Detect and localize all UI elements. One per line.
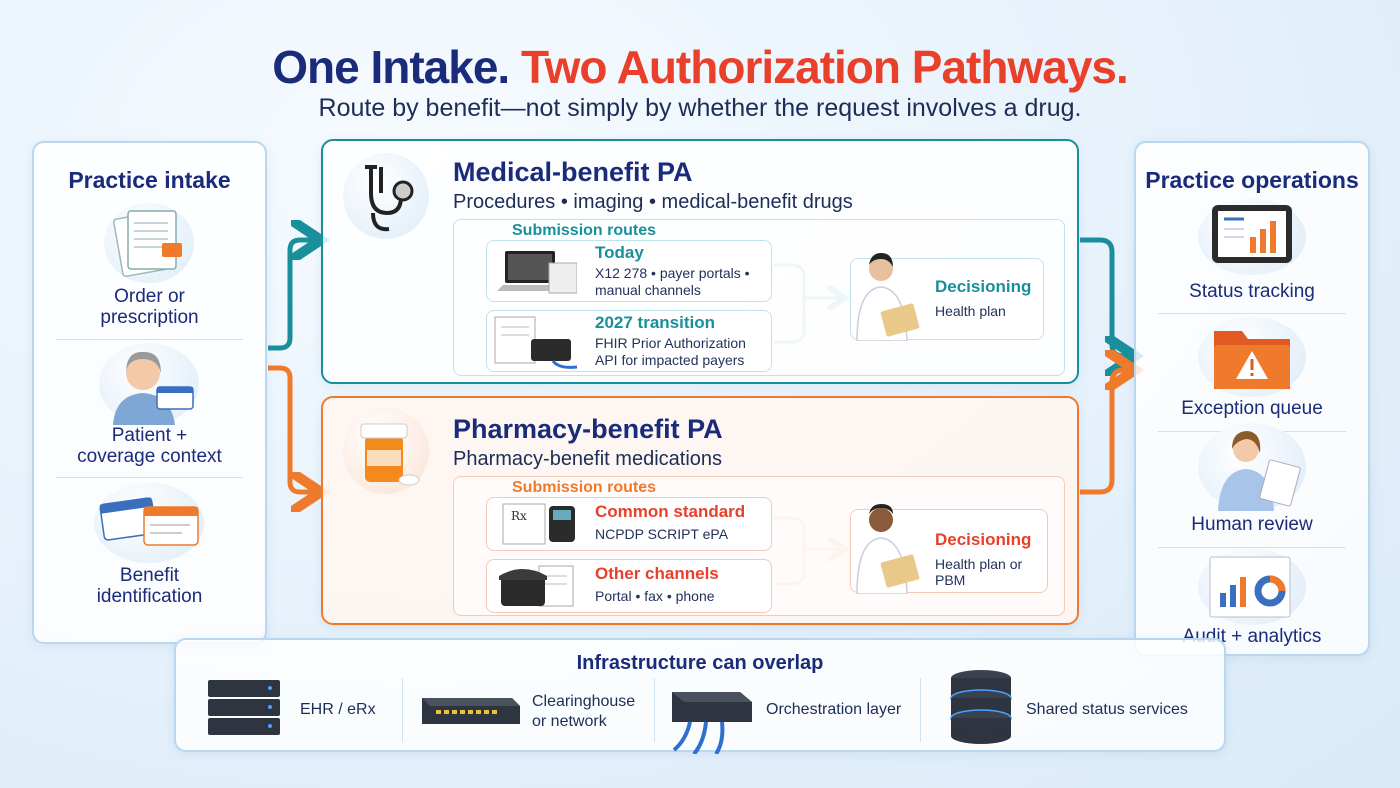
pharmacy-title: Pharmacy-benefit PA bbox=[453, 414, 723, 444]
rx-terminal-icon: Rx bbox=[501, 502, 581, 548]
reviewer-icon bbox=[1198, 423, 1306, 511]
ops-item-exception: Exception queue bbox=[1181, 398, 1323, 419]
divider bbox=[56, 339, 243, 340]
page-subtitle: Route by benefit—not simply by whether t… bbox=[318, 94, 1082, 122]
medical-route-today-title: Today bbox=[595, 243, 644, 262]
pharmacy-decisioning: Decisioning Health plan or PBM bbox=[850, 504, 1048, 595]
medical-route-today: Today X12 278 • payer portals • manual c… bbox=[486, 240, 772, 302]
infrastructure-title: Infrastructure can overlap bbox=[576, 652, 824, 674]
infra-item-status-services: Shared status services bbox=[1026, 701, 1188, 718]
intake-item-order: Order or prescription bbox=[100, 286, 199, 328]
intake-title: Practice intake bbox=[68, 167, 231, 193]
pharmacy-route-other-desc: Portal • fax • phone bbox=[595, 588, 715, 604]
title-part-1: One Intake. bbox=[272, 41, 510, 93]
pharmacy-decisioning-title: Decisioning bbox=[935, 530, 1032, 549]
patient-card-icon bbox=[99, 343, 199, 425]
pharmacy-pa-panel: Pharmacy-benefit PA Pharmacy-benefit med… bbox=[321, 396, 1079, 625]
arrow-intake-to-medical bbox=[268, 240, 316, 351]
phone-icon bbox=[497, 562, 581, 612]
operations-title: Practice operations bbox=[1145, 167, 1359, 193]
network-switch-icon bbox=[416, 680, 526, 736]
intake-item-benefit: Benefit identification bbox=[96, 565, 203, 607]
pharmacist-icon bbox=[845, 492, 925, 595]
stethoscope-icon bbox=[343, 153, 429, 239]
divider bbox=[920, 678, 921, 742]
network-device-icon bbox=[493, 315, 583, 369]
svg-text:Rx: Rx bbox=[511, 509, 527, 523]
practice-intake-panel: Practice intake Order or prescription Pa… bbox=[32, 141, 267, 644]
divider bbox=[654, 678, 655, 742]
ops-item-review: Human review bbox=[1191, 514, 1313, 535]
medical-title: Medical-benefit PA bbox=[453, 157, 693, 187]
pharmacy-route-other-title: Other channels bbox=[595, 564, 719, 583]
tablet-chart-icon bbox=[1198, 199, 1306, 275]
infra-item-orchestration: Orchestration layer bbox=[766, 701, 902, 718]
title-part-2: Two Authorization Pathways. bbox=[520, 41, 1129, 93]
order-form-icon bbox=[104, 203, 194, 283]
pharmacy-route-standard-title: Common standard bbox=[595, 502, 746, 521]
medical-subtitle: Procedures • imaging • medical-benefit d… bbox=[453, 191, 853, 213]
pharmacy-subtitle: Pharmacy-benefit medications bbox=[453, 448, 723, 470]
laptop-icon bbox=[497, 247, 578, 297]
medical-decisioning: Decisioning Health plan bbox=[850, 253, 1044, 342]
arrow-pharmacy-to-ops bbox=[1080, 370, 1130, 495]
pharmacy-routes-box: Submission routes Rx Common standard NCP… bbox=[453, 476, 1065, 616]
benefit-cards-icon bbox=[94, 483, 204, 563]
pill-bottle-icon bbox=[343, 408, 429, 494]
medical-decisioning-title: Decisioning bbox=[935, 277, 1032, 296]
infrastructure-panel: Infrastructure can overlap EHR / eRx Cle… bbox=[174, 638, 1226, 756]
analytics-icon bbox=[1198, 549, 1306, 625]
pharmacy-routes-label: Submission routes bbox=[512, 479, 657, 496]
practice-operations-panel: Practice operations Status tracking Exce… bbox=[1134, 141, 1370, 656]
arrow-intake-to-pharmacy bbox=[268, 365, 316, 492]
medical-routes-label: Submission routes bbox=[512, 222, 657, 239]
divider bbox=[402, 678, 403, 742]
ops-item-status: Status tracking bbox=[1189, 281, 1315, 302]
medical-pa-panel: Medical-benefit PA Procedures • imaging … bbox=[321, 139, 1079, 384]
divider bbox=[1158, 547, 1346, 548]
divider bbox=[56, 477, 243, 478]
server-rack-icon bbox=[204, 676, 288, 740]
intake-item-patient: Patient + coverage context bbox=[77, 425, 222, 467]
router-cables-icon bbox=[668, 682, 760, 756]
infra-item-clearinghouse: Clearinghouse or network bbox=[532, 693, 636, 730]
pharmacy-route-standard-desc: NCPDP SCRIPT ePA bbox=[595, 526, 729, 542]
medical-route-2027-desc: FHIR Prior Authorization API for impacte… bbox=[595, 335, 746, 368]
warning-folder-icon bbox=[1198, 317, 1306, 397]
arrow-medical-to-ops bbox=[1080, 237, 1130, 356]
medical-route-2027: 2027 transition FHIR Prior Authorization… bbox=[486, 310, 772, 372]
page-title: One Intake. Two Authorization Pathways. bbox=[0, 40, 1400, 94]
doctor-icon bbox=[845, 241, 925, 342]
pharmacy-route-other: Other channels Portal • fax • phone bbox=[486, 559, 772, 613]
divider bbox=[1158, 313, 1346, 314]
medical-decisioning-sub: Health plan bbox=[935, 303, 1006, 319]
pharmacy-decisioning-sub: Health plan or PBM bbox=[935, 556, 1023, 588]
database-icon bbox=[946, 668, 1016, 748]
pharmacy-route-standard: Rx Common standard NCPDP SCRIPT ePA bbox=[486, 497, 772, 551]
medical-route-today-desc: X12 278 • payer portals • manual channel… bbox=[595, 265, 750, 298]
medical-routes-box: Submission routes Today X12 278 • payer … bbox=[453, 219, 1065, 376]
infra-item-ehr: EHR / eRx bbox=[300, 701, 376, 718]
medical-route-2027-title: 2027 transition bbox=[595, 313, 715, 332]
